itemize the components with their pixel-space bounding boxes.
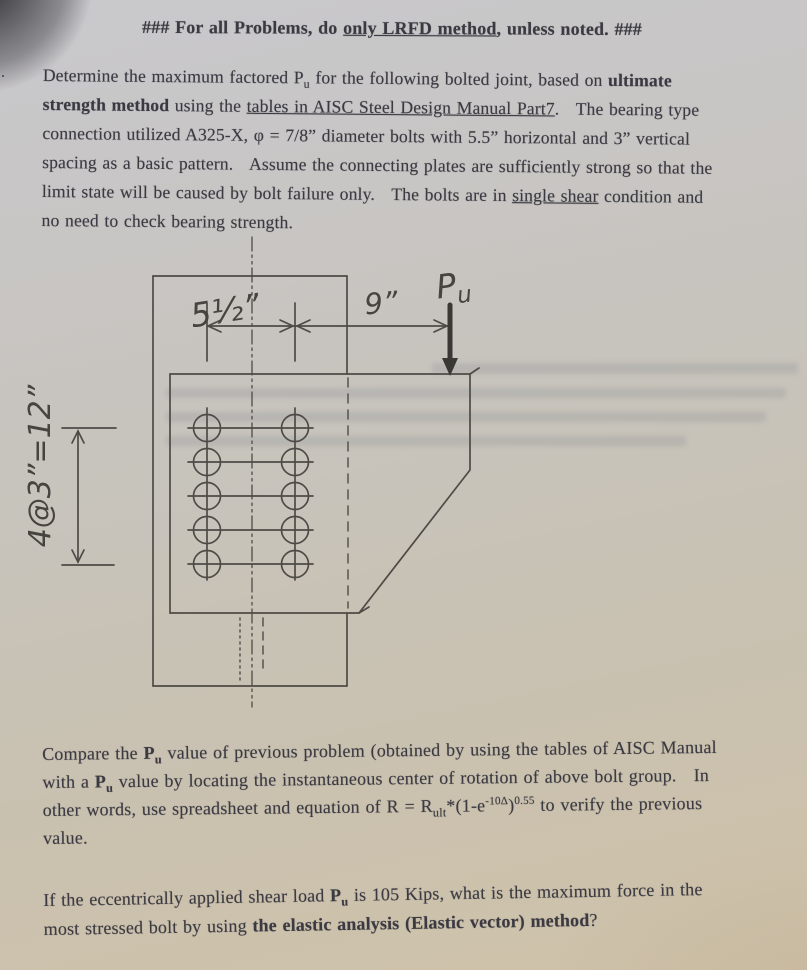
dim-vertical-spacing: 4@3”=12” <box>23 384 117 566</box>
pen-overshoot <box>358 606 370 614</box>
bleedthrough-text-smudge <box>166 436 686 446</box>
bolt <box>280 447 310 477</box>
bolt-gage-label: 5½” <box>187 286 263 336</box>
text-segment: Determine the maximum factored P <box>42 64 304 88</box>
gusset-plate <box>169 367 480 614</box>
text-segment: only LRFD method <box>343 17 497 39</box>
text-segment: If the eccentrically applied shear load <box>43 885 331 910</box>
text-segment: ? <box>589 909 598 930</box>
load-label: Pu <box>434 264 474 312</box>
text-line: no need to check bearing strength. <box>41 206 712 241</box>
text-segment: P <box>94 771 107 792</box>
text-segment: Compare the <box>42 742 144 764</box>
gusset-outline <box>169 373 471 614</box>
bolt <box>192 413 222 443</box>
bolt-group <box>187 407 314 581</box>
text-segment: using the <box>169 95 247 116</box>
text-segment: is 105 Kips, what is the maximum force i… <box>348 879 703 905</box>
load-arrow: Pu <box>434 264 474 376</box>
load-label-sub: u <box>456 282 474 310</box>
outer-plate <box>152 275 348 687</box>
text-segment: tables in AISC Steel Design Manual Part7 <box>246 95 555 119</box>
stray-list-mark: . <box>1 64 5 81</box>
text-segment: for the following bolted joint, based on <box>309 67 609 90</box>
text-segment: to verify the previous <box>534 793 703 815</box>
text-segment: connection utilized A325-X, φ = 7/8” dia… <box>42 122 691 149</box>
text-segment: condition and <box>598 185 704 207</box>
text-segment: other words, use spreadsheet and equatio… <box>42 795 433 820</box>
text-segment: spacing as a basic pattern. Assume the c… <box>42 151 713 178</box>
bolt <box>280 413 310 443</box>
text-segment: , unless noted. ### <box>496 18 642 40</box>
arrowhead-right <box>279 319 296 333</box>
page-heading: ### For all Problems, do only LRFD metho… <box>30 12 754 44</box>
bleedthrough-text-smudge <box>166 412 766 422</box>
bolt <box>192 515 222 545</box>
text-segment: P <box>329 885 342 906</box>
text-segment: the elastic analysis (Elastic vector) me… <box>252 909 590 936</box>
arrowhead-left <box>294 319 311 333</box>
text-segment: strength method <box>42 93 170 116</box>
text-segment: P <box>143 742 155 763</box>
text-segment: with a <box>42 771 95 792</box>
problem-statement-3: If the eccentrically applied shear load … <box>43 875 703 943</box>
bolt <box>192 481 222 511</box>
text-segment: single shear <box>512 185 599 206</box>
bolt <box>280 481 310 511</box>
arrowhead-up <box>71 429 85 444</box>
dim-eccentricity: 9” <box>294 285 450 333</box>
problem-statement-2: Compare the Pu value of previous problem… <box>42 733 718 852</box>
text-segment: 0.55 <box>514 794 535 808</box>
vertical-spacing-label: 4@3”=12” <box>23 384 58 547</box>
eccentricity-label: 9” <box>363 285 400 322</box>
text-segment: limit state will be caused by bolt failu… <box>41 180 513 206</box>
arrowhead-right <box>433 319 450 333</box>
load-label-main: P <box>434 265 459 306</box>
text-segment: value. <box>42 827 88 848</box>
hidden-edge-lines <box>239 377 349 683</box>
text-segment: ### For all Problems, do <box>142 16 344 38</box>
text-segment: no need to check bearing strength. <box>41 209 294 233</box>
bolt <box>280 549 310 579</box>
bolt <box>192 549 222 579</box>
bolt <box>192 447 222 477</box>
text-segment: . The bearing type <box>554 98 700 120</box>
text-segment: most stressed bolt by using <box>43 915 253 939</box>
text-segment: value by locating the instantaneous cent… <box>112 765 710 792</box>
bleedthrough-text-smudge <box>166 388 786 398</box>
problem-statement-1: Determine the maximum factored Pu for th… <box>41 61 713 241</box>
text-segment: ultimate <box>608 69 672 91</box>
text-segment: *(1-e <box>446 795 486 816</box>
bleedthrough-text-smudge <box>432 363 798 374</box>
dim-bolt-gage: 5½” <box>187 286 448 362</box>
arrowhead-left <box>205 319 222 333</box>
text-segment: ult <box>432 805 447 820</box>
load-arrowhead <box>442 358 458 376</box>
bolt <box>280 515 310 545</box>
text-segment: value of previous problem (obtained by u… <box>161 736 717 763</box>
pen-overshoot <box>469 367 480 375</box>
arrowhead-down <box>71 549 85 564</box>
text-segment: -10Δ <box>485 795 509 808</box>
